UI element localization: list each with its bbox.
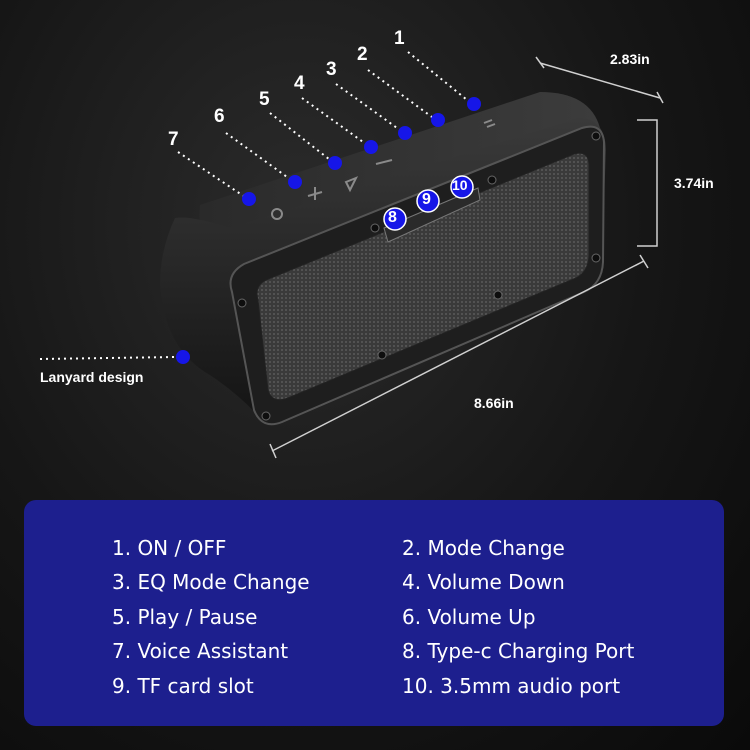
marker-dot: [416, 189, 440, 213]
marker-dot: [383, 207, 407, 231]
marker-dot: [176, 350, 190, 364]
marker-dot: [431, 113, 445, 127]
callout-1: 1: [394, 28, 405, 49]
marker-dot: [450, 175, 474, 199]
callout-8: 8: [388, 209, 397, 226]
legend-item-9: 9. TF card slot: [112, 674, 254, 698]
depth-label: 2.83in: [610, 51, 650, 67]
marker-dot: [364, 140, 378, 154]
callout-7: 7: [168, 129, 179, 150]
marker-dot: [328, 156, 342, 170]
legend-item-7: 7. Voice Assistant: [112, 639, 289, 663]
legend-item-1: 1. ON / OFF: [112, 536, 227, 560]
dimension-lines: [269, 56, 664, 459]
height-label: 3.74in: [674, 175, 714, 191]
marker-dot: [467, 97, 481, 111]
callout-2: 2: [357, 44, 368, 65]
legend-item-10: 10. 3.5mm audio port: [402, 674, 621, 698]
legend-item-3: 3. EQ Mode Change: [112, 570, 310, 594]
speaker-diagram: [39, 51, 664, 459]
callout-5: 5: [259, 89, 270, 110]
marker-dot: [398, 126, 412, 140]
port-cover: [383, 187, 481, 243]
legend-item-6: 6. Volume Up: [402, 605, 536, 629]
width-label: 8.66in: [474, 395, 514, 411]
speaker-grille: [256, 152, 590, 401]
callout-10: 10: [452, 177, 468, 193]
lanyard-label: Lanyard design: [40, 369, 144, 385]
legend-item-2: 2. Mode Change: [402, 536, 565, 560]
legend-item-4: 4. Volume Down: [402, 570, 565, 594]
marker-dot: [242, 192, 256, 206]
frame-screws: [237, 131, 601, 421]
callout-9: 9: [422, 191, 431, 208]
legend-item-5: 5. Play / Pause: [112, 605, 258, 629]
callout-6: 6: [214, 106, 225, 127]
top-button-glyphs: [271, 119, 496, 220]
leader-lines: [39, 51, 473, 360]
callout-markers: [176, 97, 481, 364]
legend-item-8: 8. Type-c Charging Port: [402, 639, 635, 663]
marker-dot: [288, 175, 302, 189]
callout-4: 4: [294, 73, 305, 94]
callout-3: 3: [326, 59, 337, 80]
legend-panel: 1. ON / OFF 2. Mode Change 3. EQ Mode Ch…: [24, 500, 724, 726]
